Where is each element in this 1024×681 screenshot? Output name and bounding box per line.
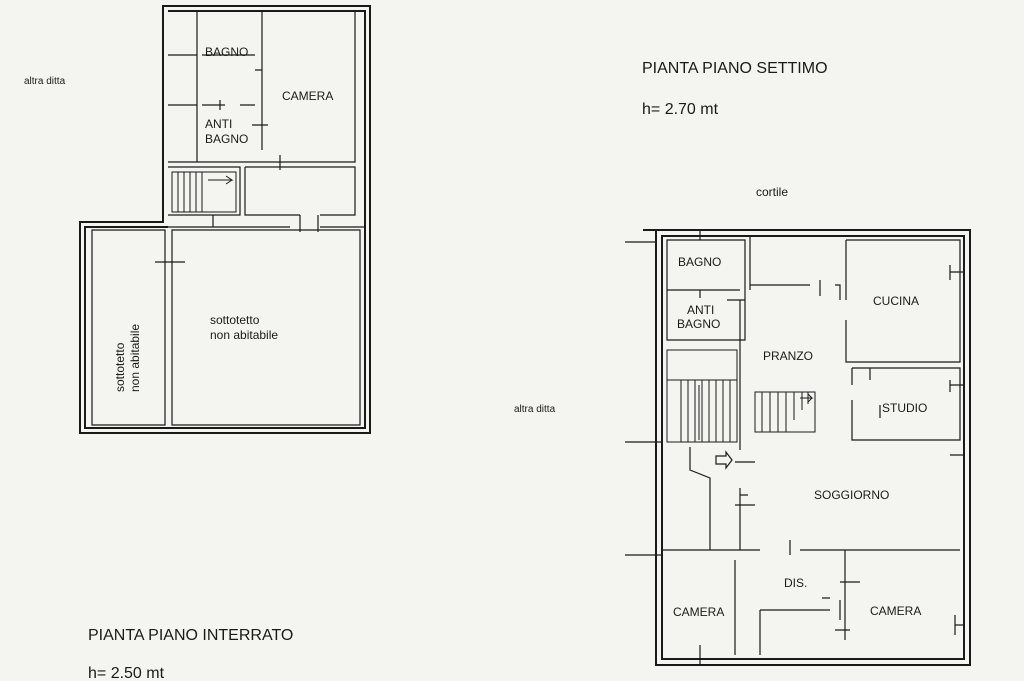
basement-room-bagno: BAGNO <box>205 45 248 59</box>
seventh-bathroom-block <box>666 239 746 341</box>
basement-outer-wall <box>79 5 371 434</box>
basement-staircase <box>171 171 237 213</box>
seventh-room-pranzo: PRANZO <box>763 349 813 363</box>
basement-room-camera: CAMERA <box>282 89 333 103</box>
neighbor-boundary-lines <box>625 241 662 556</box>
seventh-neighbor-label: altra ditta <box>514 404 556 415</box>
seventh-room-studio: STUDIO <box>882 401 927 415</box>
basement-side-sottotetto-1: sottotetto <box>113 342 127 392</box>
basement-corridor <box>168 215 365 228</box>
seventh-inner-wall <box>661 235 965 660</box>
seventh-room-antibagno-2: BAGNO <box>677 317 720 331</box>
basement-floor-plan: BAGNO CAMERA ANTI BAGNO sottotetto non a… <box>24 5 371 681</box>
seventh-upper-partitions <box>749 236 961 441</box>
seventh-floor-plan: PIANTA PIANO SETTIMO h= 2.70 mt cortile … <box>514 60 971 666</box>
basement-plan-title: PIANTA PIANO INTERRATO <box>88 627 293 644</box>
seventh-staircase <box>666 349 816 443</box>
seventh-room-antibagno-1: ANTI <box>687 303 714 317</box>
seventh-room-camera-left: CAMERA <box>673 605 724 619</box>
basement-side-room <box>91 229 166 426</box>
basement-plan-height: h= 2.50 mt <box>88 665 165 681</box>
seventh-plan-height: h= 2.70 mt <box>642 101 719 118</box>
seventh-room-camera-right: CAMERA <box>870 604 921 618</box>
seventh-plan-title: PIANTA PIANO SETTIMO <box>642 60 828 77</box>
seventh-room-soggiorno: SOGGIORNO <box>814 488 889 502</box>
basement-door-marks <box>155 100 319 263</box>
seventh-window-marks <box>699 230 964 665</box>
basement-center-room <box>171 229 361 426</box>
basement-room-antibagno-1: ANTI <box>205 117 232 131</box>
basement-inner-wall <box>84 10 366 429</box>
basement-neighbor-label: altra ditta <box>24 76 66 87</box>
basement-side-sottotetto-2: non abitabile <box>128 324 142 392</box>
entrance-arrow-icon <box>715 450 733 470</box>
seventh-room-bagno: BAGNO <box>678 255 721 269</box>
seventh-living-partitions <box>662 300 960 655</box>
basement-room-sottotetto-1: sottotetto <box>210 313 260 327</box>
seventh-room-cucina: CUCINA <box>873 294 919 308</box>
seventh-outer-wall <box>643 229 971 666</box>
basement-top-partitions <box>168 11 356 216</box>
basement-room-antibagno-2: BAGNO <box>205 132 248 146</box>
courtyard-label: cortile <box>756 185 788 199</box>
seventh-room-dis: DIS. <box>784 576 807 590</box>
basement-room-sottotetto-2: non abitabile <box>210 328 278 342</box>
